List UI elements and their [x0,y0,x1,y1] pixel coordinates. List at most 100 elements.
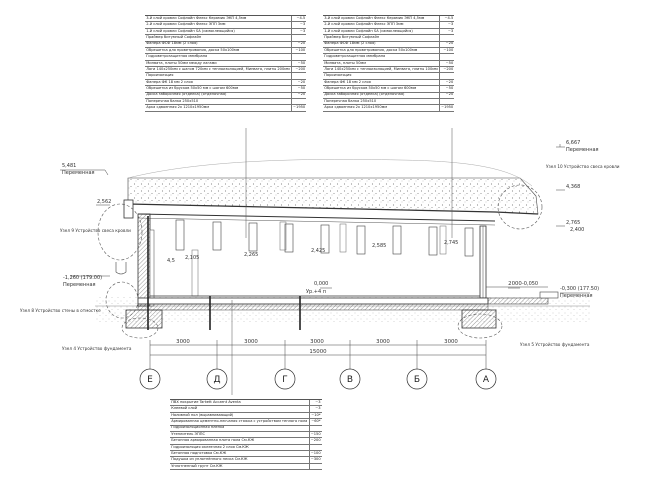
leader-lines [231,128,453,395]
layer-thickness [290,34,307,42]
layer-name: Обрешетка для проветривания, доска 50х10… [145,47,292,55]
axis-label-d: Д [213,375,220,385]
layer-name: 2-й слой кровли Софлайн Флекс ЭПП 3мм [323,21,440,29]
layer-row: Фанера ФК 18 мм 2 слоя~20 [323,79,455,87]
cut-columns [147,216,301,330]
layer-name: Фанера ФК 18 мм 2 слоя [145,79,292,87]
layer-row: Гидроизоляционная пленка [170,425,322,432]
elev-beam-3: 2,425 [311,248,325,254]
layer-thickness: ~4.5 [290,14,307,23]
elev-beam-2: 2,265 [244,252,258,258]
layer-thickness: ~3 [308,398,322,407]
layer-name: Утеплитель ЭППС [170,431,310,439]
elev-step-right: -0,050 [522,281,538,287]
layer-row: Арка сдвоенная 2х 1210х1950мм~1950 [145,104,307,112]
layer-name: Поперечная балка 250х510 [323,98,440,106]
layer-name: Гидроизоляционная пленка [170,425,310,432]
roof-gutter-left [115,262,127,275]
layer-row: Минвата, плиты 50мм~50 [323,60,455,68]
layer-name: Арка сдвоенная 2х 1210х1950мм [323,104,440,112]
elev-ground-right-note: Переменная [560,293,593,299]
layer-thickness: ~100 [438,47,455,55]
layer-row: Обрешетка из брусков 50х50 мм с шагом 60… [145,85,307,93]
layer-row: Обрешетка для проветривания, доска 50х10… [323,47,455,55]
layer-row: Гидроветрозащитная мембрана [323,53,455,61]
node-4-circle [121,317,159,339]
layer-row: Фанера ФК 18 мм 2 слоя~20 [145,79,307,87]
layer-row: Поперечная балка 250х510 [145,98,307,106]
layer-name: Армированная цементно-песчаная стяжка с … [170,418,310,426]
layer-thickness: ~100 [308,450,322,458]
axis-label-a: А [483,375,490,385]
callout-node-5: Узел 5 Устройство фундамента [520,342,590,347]
layer-thickness: ~3 [290,28,307,36]
dim-span-5: 3000 [444,339,458,345]
elev-roof-top-right: 6,667 [566,140,580,146]
layer-thickness [290,98,307,106]
layer-row: Поперечная балка 250х510 [323,98,455,106]
layer-thickness: ~4.5 [438,14,455,23]
layer-thickness: ~200 [438,66,455,74]
layer-row: 3-й слой кровли Софлайн Флекс Керамик ЭК… [145,14,307,23]
layer-name: 1-й слой кровли Софлайн SA (самоклеящийс… [323,28,440,36]
layer-row: Фанера ФСФ 18мм (2 слоя)~20 [145,41,307,48]
elev-roof-left: 5,481 [62,163,76,169]
layer-thickness [308,444,322,452]
layer-thickness: ~1950 [290,104,307,112]
layer-thickness: ~20 [438,41,455,48]
elev-beam-4: 2,585 [372,243,386,249]
layer-row: Праймер битумный Софлайн [323,34,455,42]
layer-thickness [308,425,322,432]
node-9-circle [97,203,143,261]
layer-thickness [438,72,455,80]
layer-row: Бетонная армированная плита пола См.КЖ~2… [170,437,322,445]
layer-name: ПВХ покрытие Tarkett Acczent Aventa [170,398,310,407]
roof-layers-left-body: 3-й слой кровли Софлайн Флекс Керамик ЭК… [145,14,307,112]
layer-name: Фанера ФСФ 18мм (2 слоя) [323,41,440,48]
layer-row: 1-й слой кровли Софлайн SA (самоклеящийс… [145,28,307,36]
layer-row: Фанера ФСФ 18мм (2 слоя)~20 [323,41,455,48]
layer-thickness: ~20 [290,92,307,99]
layer-row: Уплотненный грунт См.КЖ [170,463,322,471]
roof-top-edge [127,159,533,187]
dim-span-1: 3000 [176,339,190,345]
layer-row: Гидроизоляция оклеечная 2 слоя См.КЖ [170,444,322,452]
layer-row: Арка сдвоенная 2х 1210х1950мм~1950 [323,104,455,112]
layer-name: Обрешетка из брусков 50х50 мм с шагом 60… [145,85,292,93]
layer-thickness: ~200 [290,66,307,74]
layer-thickness: ~20 [438,79,455,87]
layer-name: Пароизоляция [323,72,440,80]
layer-name: Гидроветрозащитная мембрана [145,53,292,61]
layer-thickness: ~3 [438,21,455,29]
layer-row: Пароизоляция [145,72,307,80]
layer-name: Праймер битумный Софлайн [323,34,440,42]
layer-name: Праймер битумный Софлайн [145,34,292,42]
layer-row: 2-й слой кровли Софлайн Флекс ЭПП 3мм~3 [145,21,307,29]
layer-row: Клеевой слой~3 [170,405,322,413]
elev-beam-5: 2,745 [444,240,458,246]
roof-layers-table-left: 3-й слой кровли Софлайн Флекс Керамик ЭК… [145,14,307,112]
layer-name: 3-й слой кровли Софлайн Флекс Керамик ЭК… [323,14,440,23]
callout-node-10: Узел 10 Устройство свеса кровли [546,164,620,169]
left-wall-inner [149,229,155,307]
axis-label-g: Г [282,375,288,385]
layer-thickness [290,72,307,80]
elev-eave-right-b: 2,400 [570,227,584,233]
layer-thickness: ~50 [290,85,307,93]
elev-beam-1: 2,105 [185,255,199,261]
roof-membrane [127,203,539,215]
elev-ground-right: -0,300 (177.50) [560,286,599,292]
layer-row: 2-й слой кровли Софлайн Флекс ЭПП 3мм~3 [323,21,455,29]
layer-name: Уплотненный грунт См.КЖ [170,463,310,471]
layer-name: Наливной пол (выравнивающий) [170,412,310,420]
layer-name: Лаги 140х250мм с теплоизоляцией, Минвата… [323,66,440,74]
layer-thickness: ~20 [438,92,455,99]
elev-roof-top-right-note: Переменная [566,147,599,153]
axis-label-v: В [347,375,353,385]
elev-roof-left-note: Переменная [62,170,95,176]
foundation-left [125,309,163,329]
dim-span-4: 3000 [376,339,390,345]
